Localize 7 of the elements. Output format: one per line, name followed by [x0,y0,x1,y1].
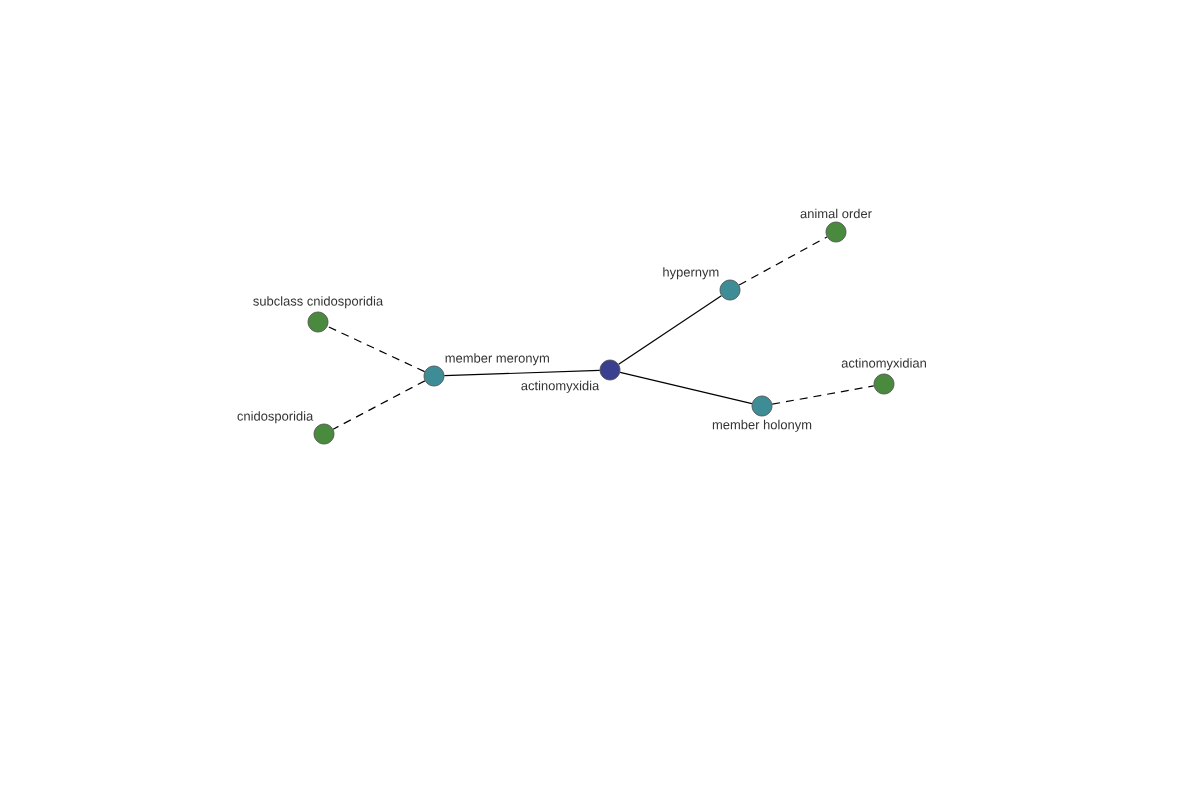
connector-line [738,236,828,286]
connector-line [618,295,722,365]
connector-line [771,385,875,405]
connector-line [443,369,601,377]
connector-line [619,371,753,405]
connector-line [326,325,426,373]
connector-line [332,380,426,430]
